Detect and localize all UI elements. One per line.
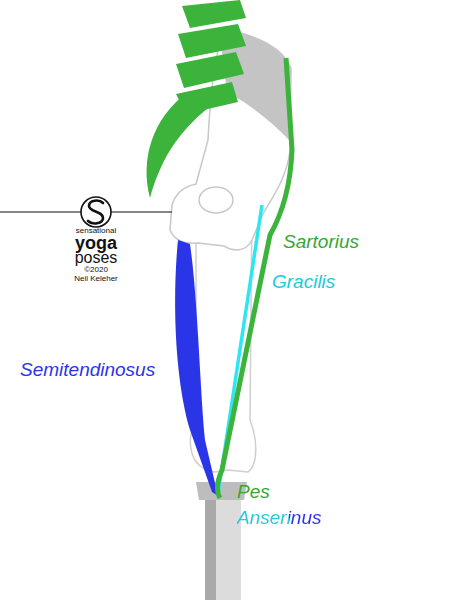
copyright-text: ©2020 (84, 266, 108, 274)
muscle-label: Gracilis (272, 272, 335, 291)
muscle-label: Semitendinosus (20, 360, 155, 379)
author-text: Neil Keleher (74, 275, 118, 283)
semitendinosus-muscle (175, 240, 218, 496)
tibia-shaft (205, 498, 241, 600)
logo-text: poses (75, 250, 118, 266)
tibia-shadow (205, 498, 216, 600)
sacrum-crescent (147, 92, 208, 198)
structure-label: Anserinus (237, 508, 324, 527)
muscle-label: Sartorius (283, 232, 359, 251)
obturator-foramen (199, 187, 233, 213)
pelvis-bone (170, 30, 291, 250)
vertebra (182, 0, 246, 28)
vertebra (176, 52, 244, 88)
structure-label: Pes (237, 482, 270, 501)
logo-circle (81, 197, 111, 227)
logo-s-mark (88, 201, 103, 224)
